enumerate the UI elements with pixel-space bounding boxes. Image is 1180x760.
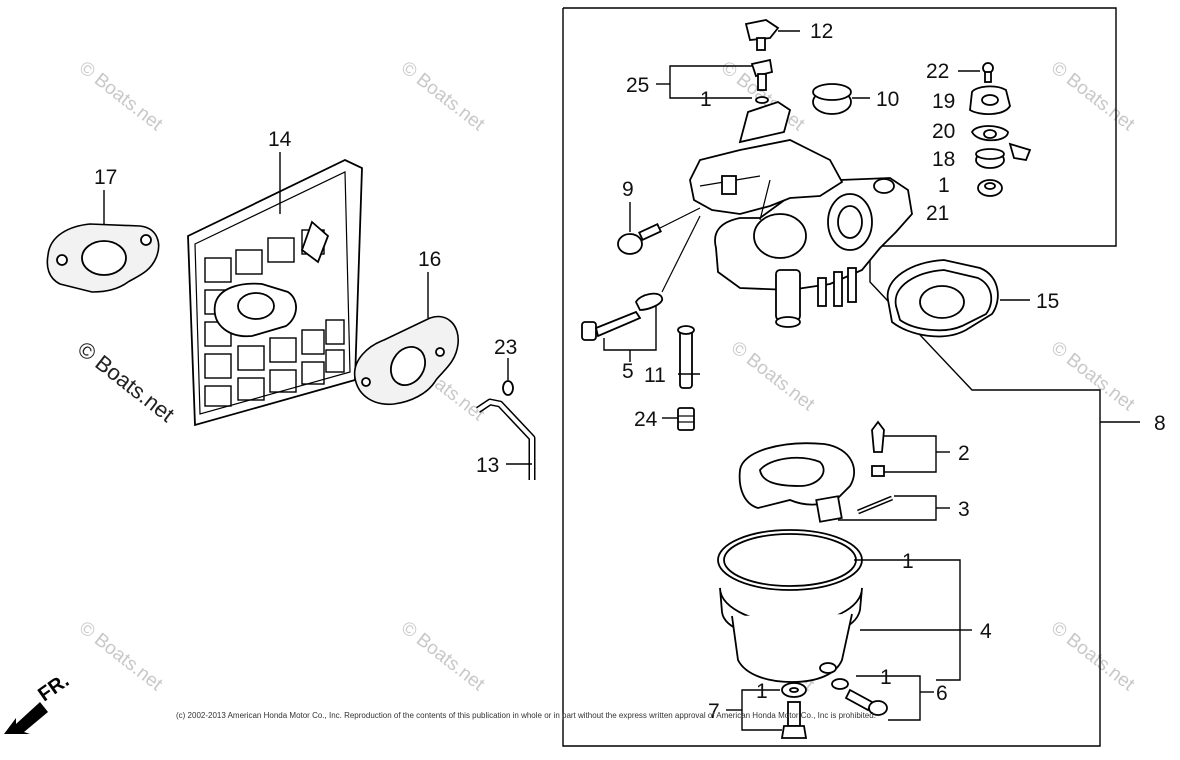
callout-8: 8 [1154, 412, 1166, 435]
assembly-boundary-line [562, 7, 1117, 747]
callout-7: 7 [708, 700, 720, 723]
part-stack-right [958, 62, 1032, 197]
callout-3: 3 [958, 498, 970, 521]
callout-23: 23 [494, 336, 517, 359]
part-15-gasket [886, 259, 1030, 338]
watermark: © Boats.net [727, 337, 819, 415]
watermark: © Boats.net [75, 617, 167, 695]
assembly-outline [562, 7, 1140, 747]
part-17-gasket [46, 190, 160, 293]
part-16-gasket [353, 272, 459, 405]
callout-14: 14 [268, 128, 292, 151]
callout-1: 1 [700, 88, 712, 111]
callout-20: 20 [932, 120, 955, 143]
callout-22: 22 [926, 60, 949, 83]
part-23-clip [502, 358, 514, 396]
callout-5: 5 [622, 360, 634, 383]
watermark: © Boats.net [75, 57, 167, 135]
watermark: © Boats.net [397, 57, 489, 135]
part-5-pilot-screw [581, 215, 701, 362]
callout-1: 1 [902, 550, 914, 573]
callout-1: 1 [756, 680, 768, 703]
callout-4: 4 [980, 620, 992, 643]
part-12-vent-tube [744, 19, 800, 51]
callout-2: 2 [958, 442, 970, 465]
part-10-cap [812, 83, 870, 115]
callout-11: 11 [644, 364, 666, 387]
callout-6: 6 [936, 682, 948, 705]
part-13-choke-rod [476, 398, 536, 480]
front-label: FR. [34, 670, 73, 707]
callout-13: 13 [476, 454, 499, 477]
carburetor-body [689, 101, 913, 328]
callout-1: 1 [880, 666, 892, 689]
part-2-float-valve [871, 420, 950, 477]
callout-18: 18 [932, 148, 955, 171]
callout-19: 19 [932, 90, 955, 113]
callout-17: 17 [94, 166, 117, 189]
watermark-large: © Boats.net [73, 336, 179, 427]
part-7-bolt [726, 682, 808, 739]
callout-15: 15 [1036, 290, 1059, 313]
watermark: © Boats.net [397, 617, 489, 695]
callout-9: 9 [622, 178, 634, 201]
callouts: 12 25 1 10 22 19 20 18 1 21 9 5 11 24 15… [94, 20, 1166, 723]
front-arrow-icon [4, 702, 48, 734]
callout-24: 24 [634, 408, 658, 431]
callout-21: 21 [926, 202, 949, 225]
callout-1: 1 [938, 174, 950, 197]
callout-16: 16 [418, 248, 441, 271]
part-24-main-jet [662, 407, 695, 431]
part-14-air-cleaner-case [187, 152, 363, 427]
callout-12: 12 [810, 20, 833, 43]
copyright-notice: (c) 2002-2013 American Honda Motor Co., … [176, 711, 876, 720]
part-11-main-nozzle [677, 325, 700, 389]
part-9-screw [617, 202, 701, 255]
part-4-float-chamber [717, 529, 972, 683]
part-6-drain-screw [831, 675, 934, 721]
part-3-float-pin [838, 495, 950, 521]
watermark: © Boats.net [1047, 337, 1139, 415]
watermark: © Boats.net [1047, 57, 1139, 135]
part-25-screw [656, 58, 774, 104]
watermark: © Boats.net [1047, 617, 1139, 695]
front-direction-marker: FR. [4, 670, 73, 734]
callout-25: 25 [626, 74, 649, 97]
callout-10: 10 [876, 88, 899, 111]
float [738, 442, 855, 523]
